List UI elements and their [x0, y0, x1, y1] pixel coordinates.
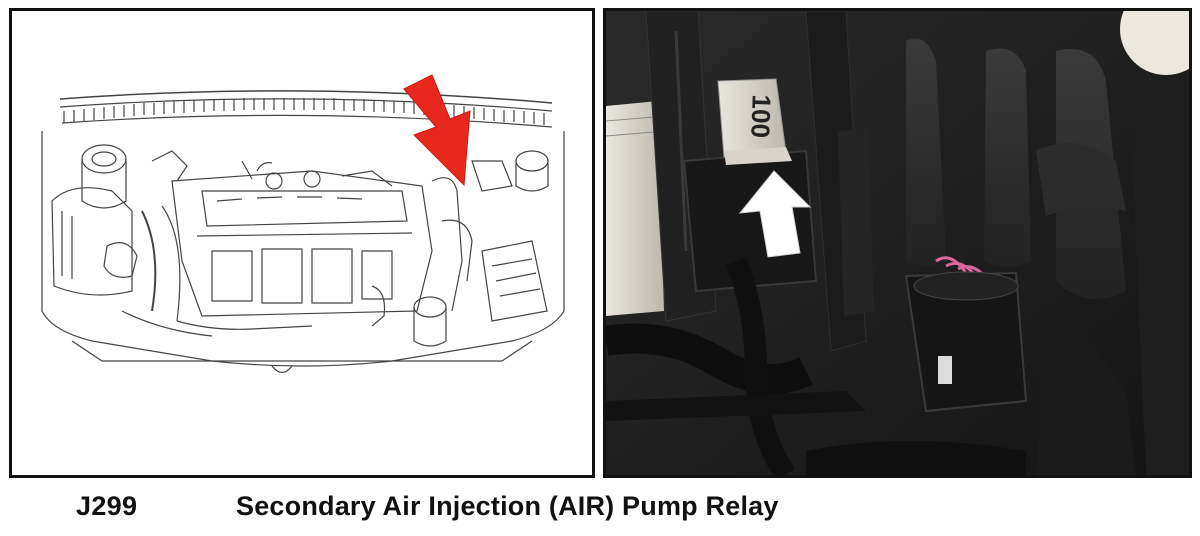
component-name: Secondary Air Injection (AIR) Pump Relay — [236, 491, 779, 521]
relay-location-photo-panel: 100 — [603, 8, 1192, 478]
relay-marking: 100 — [745, 94, 776, 138]
component-code: J299 — [76, 491, 138, 521]
arrow-up-icon — [738, 170, 812, 258]
arrow-down-right-icon — [403, 74, 471, 187]
engine-bay-diagram-panel — [9, 8, 595, 478]
engine-bay-line-drawing — [41, 74, 565, 374]
relay-box-photo: 100 — [606, 11, 1189, 475]
